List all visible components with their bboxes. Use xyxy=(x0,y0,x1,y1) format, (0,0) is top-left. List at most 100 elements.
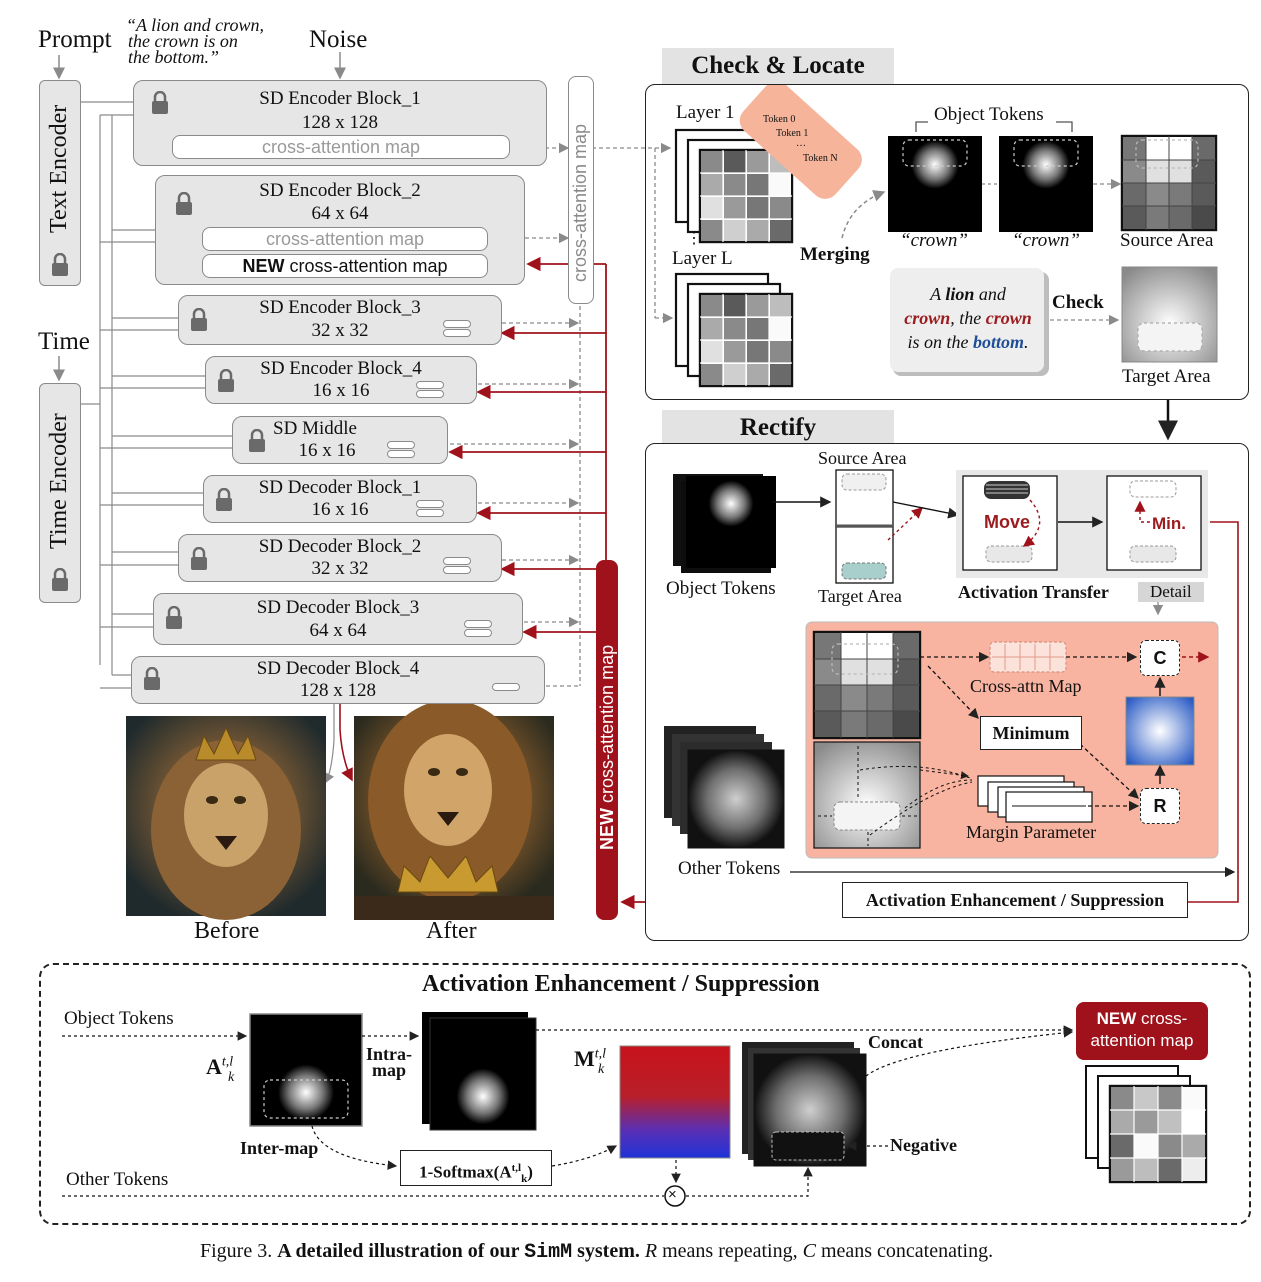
rectify-target-area-label: Target Area xyxy=(818,586,902,606)
caption-mono: SimM xyxy=(524,1241,573,1264)
lock-icon xyxy=(52,568,68,591)
sentence-is-on-the: is on the xyxy=(907,332,973,352)
lock-icon xyxy=(152,91,168,114)
minimum-box: Minimum xyxy=(980,716,1082,750)
m-superscript: t,l xyxy=(594,1046,607,1062)
cross-attention-map-pill: cross-attention map xyxy=(202,227,488,251)
mini-pill xyxy=(387,450,415,458)
rectify-object-tokens-label: Object Tokens xyxy=(666,578,776,599)
new-cross-attention-badge: NEW cross- attention map xyxy=(1076,1002,1208,1060)
sd-decoder-block-3: SD Decoder Block_3 64 x 64 xyxy=(153,593,523,645)
block-size: 64 x 64 xyxy=(311,203,369,224)
aes-box: Activation Enhancement / Suppression xyxy=(842,882,1188,918)
block-name: SD Middle xyxy=(273,418,357,439)
sd-encoder-block-4: SD Encoder Block_4 16 x 16 xyxy=(205,356,477,404)
sd-decoder-block-4: SD Decoder Block_4 128 x 128 xyxy=(131,656,545,704)
prompt-sentence: A lion and crown, the crown is on the bo… xyxy=(892,282,1044,354)
lock-icon xyxy=(191,547,207,570)
layer-1-label: Layer 1 xyxy=(676,102,735,123)
lock-icon xyxy=(166,606,182,629)
cross-attention-bar-label: cross-attention map xyxy=(570,123,590,282)
move-label: Move xyxy=(984,512,1031,532)
prompt-text-line1: “A lion and crown, xyxy=(126,15,265,35)
lock-icon xyxy=(144,667,160,690)
concat-label: Concat xyxy=(868,1032,923,1052)
time-label: Time xyxy=(38,328,90,355)
mini-pill xyxy=(416,390,444,398)
new-cross-attention-bar: NEW cross-attention map xyxy=(596,560,618,920)
block-name: SD Encoder Block_1 xyxy=(259,88,421,109)
a-subscript: k xyxy=(228,1070,235,1085)
before-label: Before xyxy=(194,918,260,944)
sd-decoder-block-1: SD Decoder Block_1 16 x 16 xyxy=(203,475,477,523)
block-size: 32 x 32 xyxy=(311,558,369,579)
softmax-subscript: k xyxy=(521,1173,528,1186)
mini-pill xyxy=(443,320,471,328)
lock-icon xyxy=(218,369,234,392)
rectify-tab: Rectify xyxy=(662,410,894,444)
mini-pill xyxy=(416,509,444,517)
after-image xyxy=(354,700,554,920)
caption-r-rest: means repeating, xyxy=(657,1240,803,1262)
check-label: Check xyxy=(1052,292,1104,313)
cross-attention-map-pill: cross-attention map xyxy=(172,135,510,159)
new-tag: NEW xyxy=(597,808,617,850)
prompt-label: Prompt xyxy=(38,26,112,53)
new-cross-attention-map-pill: NEW cross-attention map xyxy=(202,254,488,278)
mini-pill xyxy=(443,329,471,337)
cross-attention-bar: cross-attention map xyxy=(568,76,594,304)
vertical-ellipsis: ⋮ xyxy=(686,230,702,247)
new-tag: NEW xyxy=(242,256,285,276)
mini-pill xyxy=(443,566,471,574)
sentence-the: , the xyxy=(950,308,986,328)
time-encoder: Time Encoder xyxy=(39,383,81,603)
aes-detail-title: Activation Enhancement / Suppression xyxy=(422,971,820,997)
m-letter: M xyxy=(574,1046,595,1071)
bottom-other-tokens-label: Other Tokens xyxy=(66,1169,169,1190)
block-size: 16 x 16 xyxy=(311,499,369,520)
block-name: SD Encoder Block_3 xyxy=(259,297,421,318)
caption-bold: A detailed illustration of our xyxy=(277,1240,525,1262)
bottom-object-tokens-label: Object Tokens xyxy=(64,1008,174,1029)
new-tag: NEW xyxy=(1096,1009,1137,1028)
token-1: Token 1 xyxy=(776,128,809,139)
sentence-a: A xyxy=(930,284,946,304)
layer-l-label: Layer L xyxy=(672,248,733,269)
block-name: SD Decoder Block_1 xyxy=(258,477,422,498)
softmax-text: 1-Softmax(A xyxy=(419,1162,512,1182)
lock-icon xyxy=(176,192,192,215)
m-symbol: Mt,l k xyxy=(574,1046,607,1077)
block-size: 128 x 128 xyxy=(302,112,378,133)
mini-pill xyxy=(387,441,415,449)
a-superscript: t,l xyxy=(221,1054,234,1070)
new-badge-text-1: cross- xyxy=(1136,1009,1188,1028)
block-name: SD Encoder Block_4 xyxy=(260,358,422,379)
sentence-period: . xyxy=(1024,332,1029,352)
prompt-text-line3: the bottom.” xyxy=(128,47,220,67)
crown-label-1: “crown” xyxy=(900,230,968,251)
intra-map-label-2: map xyxy=(372,1060,407,1080)
a-letter: A xyxy=(206,1054,222,1079)
token-0: Token 0 xyxy=(763,114,796,125)
inter-map-label: Inter-map xyxy=(240,1138,319,1158)
sd-decoder-block-2: SD Decoder Block_2 32 x 32 xyxy=(178,534,502,582)
lock-icon xyxy=(249,429,265,452)
block-name: SD Decoder Block_2 xyxy=(258,536,422,557)
block-size: 128 x 128 xyxy=(300,680,376,701)
block-name: SD Decoder Block_4 xyxy=(256,658,420,679)
margin-parameter-label: Margin Parameter xyxy=(966,822,1097,842)
sd-encoder-block-2: SD Encoder Block_2 64 x 64 cross-attenti… xyxy=(155,175,525,285)
negative-label: Negative xyxy=(890,1135,957,1155)
block-size: 32 x 32 xyxy=(311,320,369,341)
new-cross-attention-bar-label: NEW cross-attention map xyxy=(597,645,618,850)
lock-icon xyxy=(52,253,68,276)
source-area-label: Source Area xyxy=(1120,230,1214,251)
rectify-other-tokens-label: Other Tokens xyxy=(678,858,781,879)
mini-pill xyxy=(443,557,471,565)
prompt-card xyxy=(890,268,1044,372)
lock-icon xyxy=(216,488,232,511)
block-name: SD Decoder Block_3 xyxy=(256,597,420,618)
detail-tag[interactable]: Detail xyxy=(1138,582,1204,602)
token-n: Token N xyxy=(803,153,838,164)
